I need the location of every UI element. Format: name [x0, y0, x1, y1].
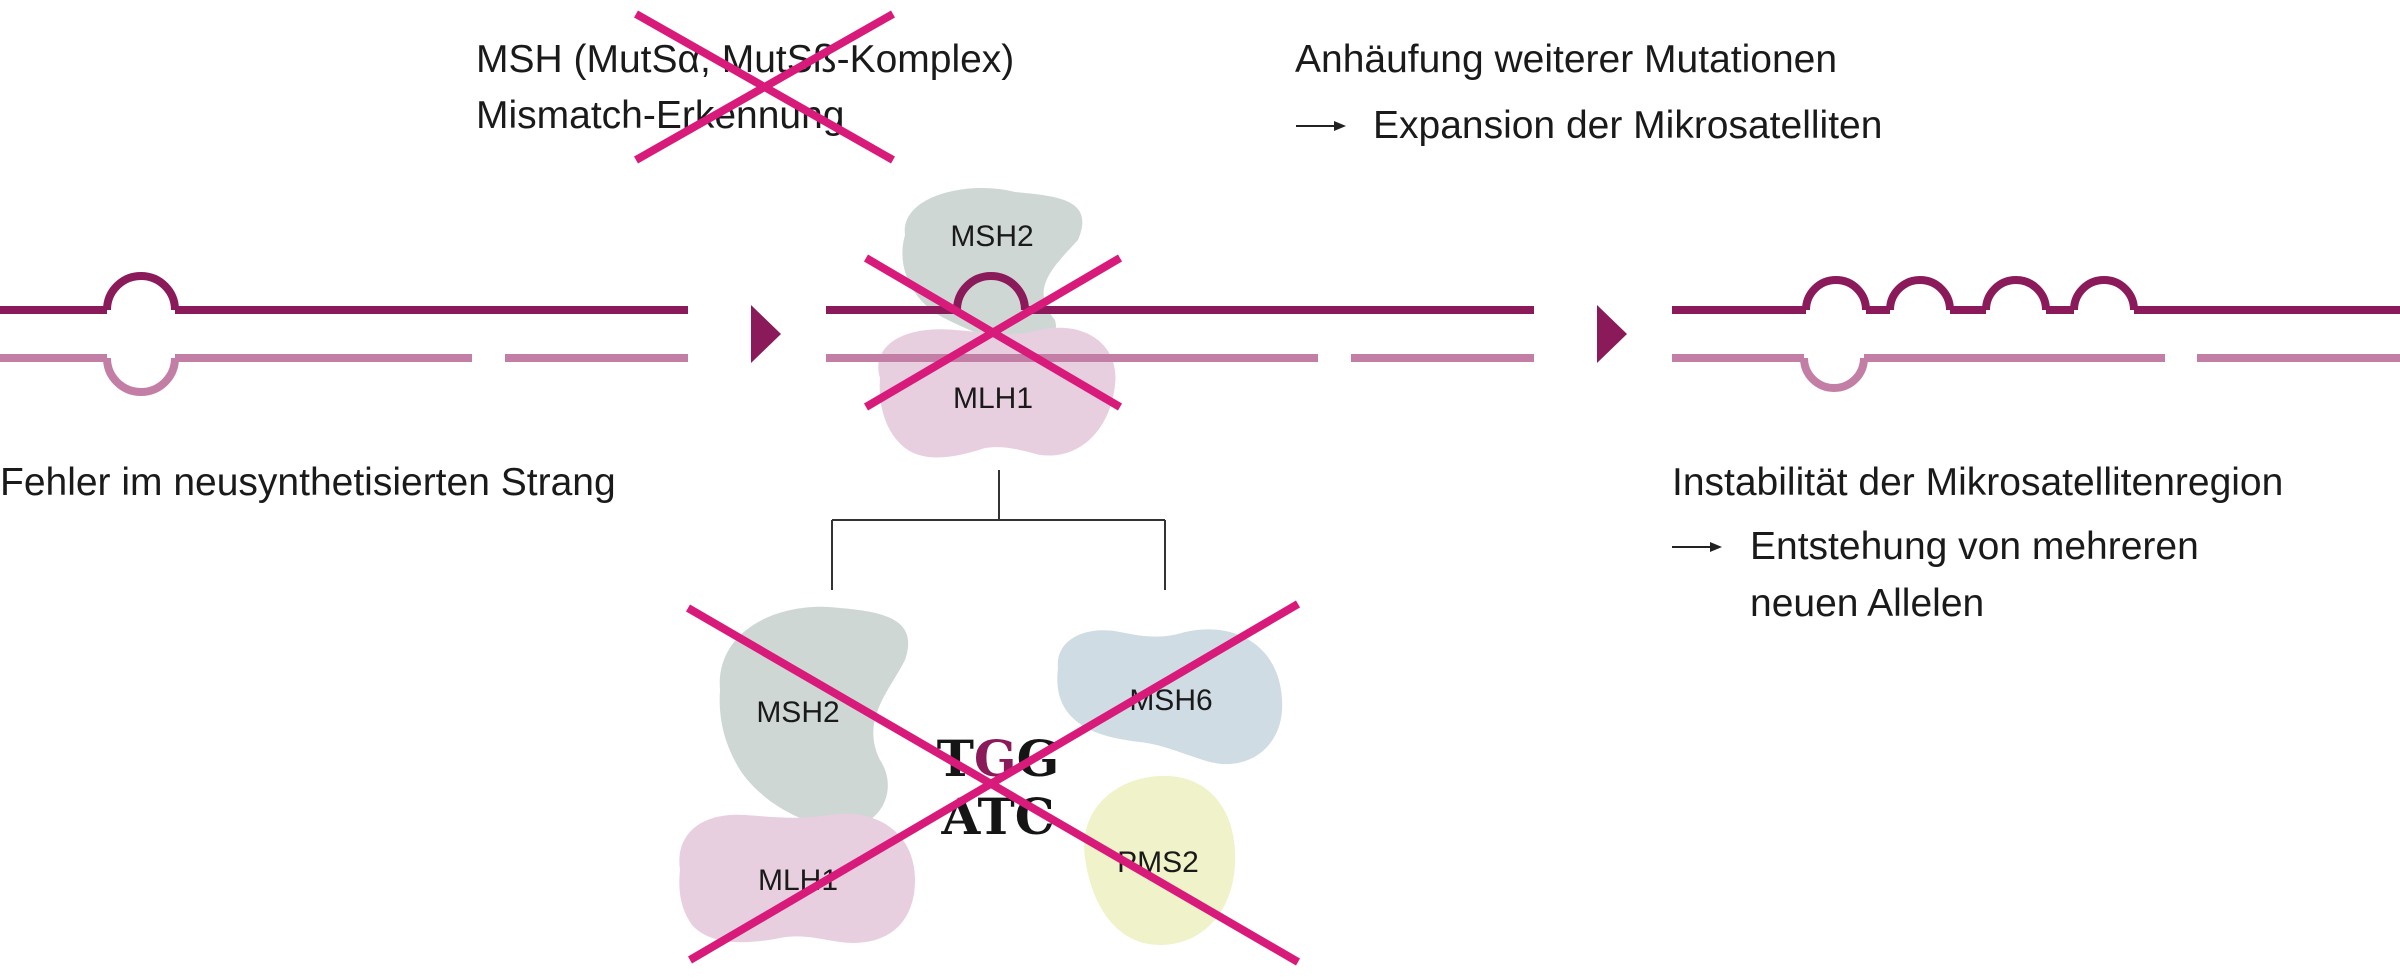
new-alleles-label-line2: neuen Allelen: [1750, 582, 1984, 625]
new-alleles-label-line1: Entstehung von mehreren: [1750, 525, 2199, 568]
msh2-protein-top: [902, 187, 1083, 348]
sequence-bottom-strand: ATC: [940, 787, 1054, 846]
left-caption: Fehler im neusynthetisierten Strang: [0, 461, 616, 504]
msh2-protein-bottom: [719, 606, 909, 829]
msh6-protein: [1057, 629, 1283, 765]
sequence-top-strand: TGG: [937, 729, 1060, 788]
mutation-accumulation-label: Anhäufung weiterer Mutationen: [1295, 38, 1837, 81]
arrow-right-icon: [1296, 121, 1346, 131]
x-cross-icon: [685, 600, 1301, 966]
mlh1-label-top: MLH1: [953, 382, 1033, 415]
arrow-right-icon: [1672, 542, 1722, 552]
x-cross-icon: [634, 10, 895, 164]
microsatellite-expansion-label: Expansion der Mikrosatelliten: [1373, 104, 1882, 147]
bracket-connector: [831, 470, 1166, 590]
dna-segment-middle: MSH2 MLH1: [826, 187, 1534, 458]
instability-label: Instabilität der Mikrosatellitenregion: [1672, 461, 2283, 504]
dna-segment-left: [0, 272, 688, 396]
x-cross-icon: [863, 254, 1123, 411]
mlh1-protein-bottom: [679, 813, 915, 943]
triangle-right-icon: [1597, 305, 1627, 363]
msh6-label: MSH6: [1129, 684, 1212, 717]
dna-segment-right: [1672, 276, 2400, 392]
msh2-label-bottom: MSH2: [756, 696, 839, 729]
msh2-label-top: MSH2: [950, 220, 1033, 253]
triangle-right-icon: [751, 305, 781, 363]
